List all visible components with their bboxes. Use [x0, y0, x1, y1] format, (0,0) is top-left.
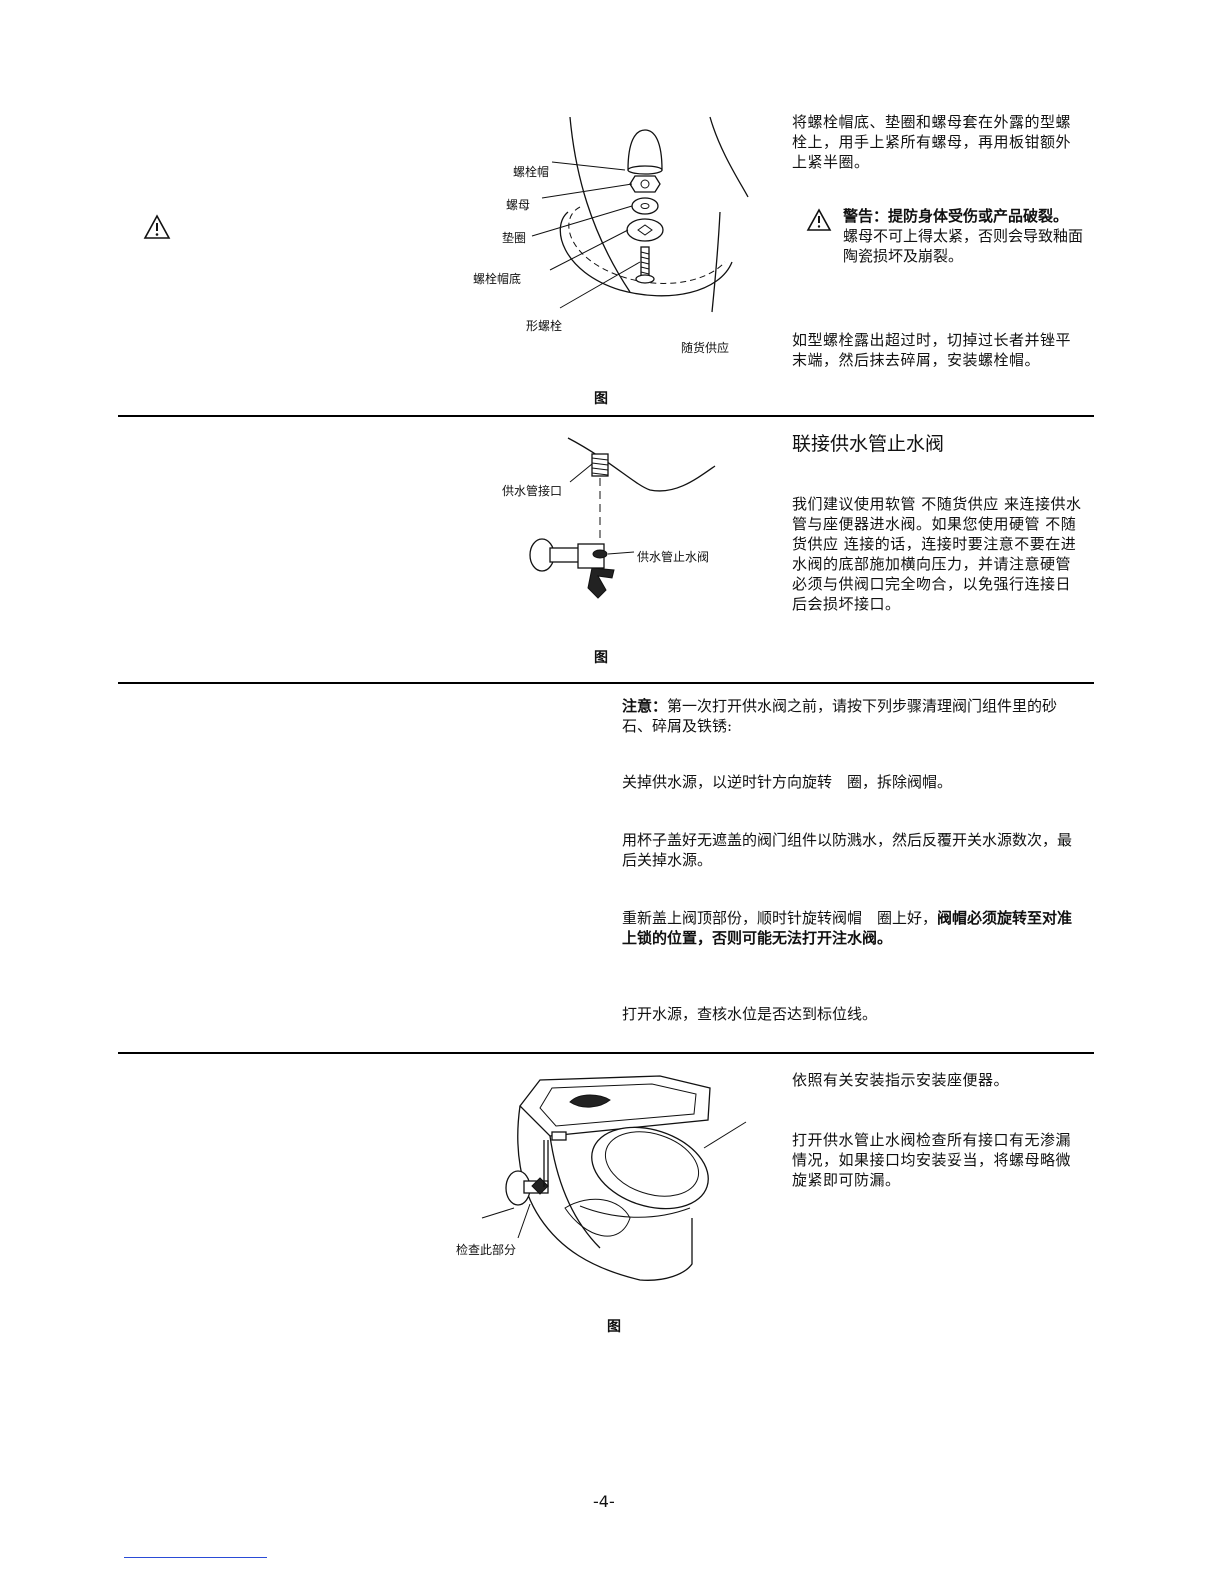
section2-heading: 联接供水管止水阀	[792, 433, 945, 455]
note-body-text: 第一次打开供水阀之前，请按下列步骤清理阀门组件里的砂石、碎屑及铁锈:	[622, 697, 1058, 735]
label-bolt-cap: 螺栓帽	[513, 165, 550, 179]
section2-paragraph: 我们建议使用软管 不随货供应 来连接供水管与座便器进水阀。如果您使用硬管 不随货…	[792, 495, 1082, 613]
supply-valve-illustration	[500, 430, 730, 610]
label-supply-inlet: 供水管接口	[502, 484, 563, 498]
section-divider-2	[118, 682, 1094, 684]
section3-step1: 关掉供水源，以逆时针方向旋转 圈，拆除阀帽。	[622, 773, 953, 791]
footer-link-underline	[124, 1557, 267, 1558]
section1-paragraph1: 将螺栓帽底、垫圈和螺母套在外露的型螺栓上，用手上紧所有螺母，再用板钳额外上紧半圈…	[792, 113, 1072, 171]
warning-icon-right	[806, 208, 832, 232]
section1-paragraph2: 如型螺栓露出超过时，切掉过长者并锉平末端，然后抹去碎屑，安装螺栓帽。	[792, 331, 1072, 369]
label-check-part: 检查此部分	[456, 1243, 517, 1257]
section3-step3: 重新盖上阀顶部份，顺时针旋转阀帽 圈上好，阀帽必须旋转至对准上锁的位置，否则可能…	[622, 908, 1084, 948]
warning-bold-text: 警告：提防身体受伤或产品破裂。	[843, 207, 1069, 225]
warning-block: 警告：提防身体受伤或产品破裂。螺母不可上得太紧，否则会导致釉面陶瓷损坏及崩裂。	[843, 206, 1083, 266]
warning-icon-left	[143, 214, 171, 240]
figure-label-1: 图	[594, 391, 608, 407]
page-number: -4-	[593, 1492, 615, 1511]
label-supplied: 随货供应	[681, 341, 730, 355]
section-divider-3	[118, 1052, 1094, 1054]
step3-body-text: 重新盖上阀顶部份，顺时针旋转阀帽 圈上好，	[622, 909, 938, 927]
section4-paragraph2: 打开供水管止水阀检查所有接口有无渗漏情况，如果接口均安装妥当，将螺母略微旋紧即可…	[792, 1131, 1072, 1189]
section3-step4: 打开水源，查核水位是否达到标位线。	[622, 1005, 878, 1023]
section-divider-1	[118, 415, 1094, 417]
section4-paragraph1: 依照有关安装指示安装座便器。	[792, 1071, 1010, 1089]
step3-bold-text: 阀帽必须旋转至对准上锁的位置，否则可能无法打开注水阀。	[622, 909, 1073, 947]
figure-label-3: 图	[607, 1319, 621, 1335]
warning-body-text: 螺母不可上得太紧，否则会导致釉面陶瓷损坏及崩裂。	[843, 227, 1084, 265]
label-nut: 螺母	[506, 198, 531, 212]
label-stop-valve: 供水管止水阀	[637, 550, 710, 564]
toilet-illustration	[470, 1068, 750, 1290]
bolt-assembly-illustration	[470, 112, 760, 347]
label-t-bolt: 形螺栓	[526, 319, 563, 333]
label-washer: 垫圈	[502, 231, 527, 245]
section3-note: 注意：第一次打开供水阀之前，请按下列步骤清理阀门组件里的砂石、碎屑及铁锈:	[622, 696, 1084, 736]
section3-step2: 用杯子盖好无遮盖的阀门组件以防溅水，然后反覆开关水源数次，最后关掉水源。	[622, 831, 1073, 869]
figure-label-2: 图	[594, 650, 608, 666]
note-bold-label: 注意：	[622, 697, 668, 715]
label-cap-base: 螺栓帽底	[473, 272, 522, 286]
